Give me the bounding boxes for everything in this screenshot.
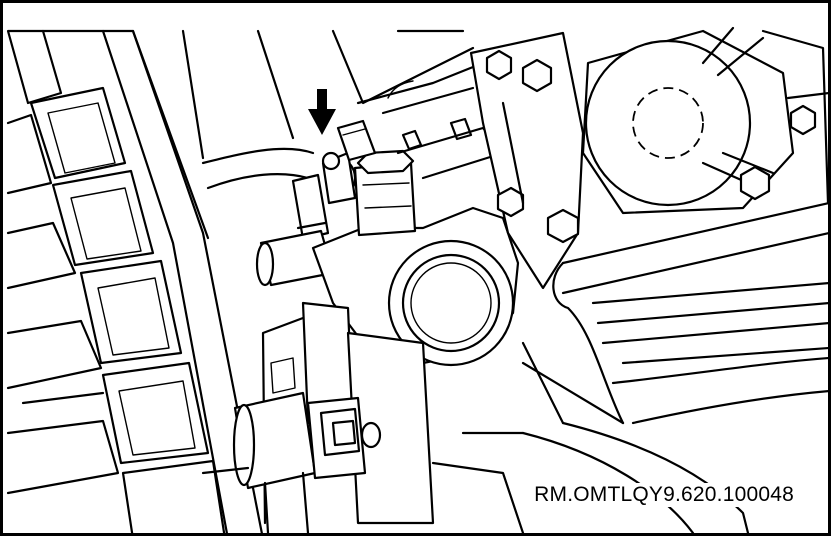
thermostat-housing bbox=[261, 206, 520, 525]
sensor-connector bbox=[321, 119, 377, 171]
figure-reference-code: RM.OMTLQY9.620.100048 bbox=[532, 483, 796, 507]
left-frame-member bbox=[6, 29, 263, 533]
upper-hoses bbox=[181, 29, 485, 190]
engine-illustration bbox=[6, 26, 828, 533]
mounting-bracket bbox=[469, 31, 585, 290]
lower-body-lines bbox=[21, 391, 525, 533]
lower-connector bbox=[232, 357, 382, 533]
callout-arrow bbox=[308, 89, 336, 135]
temperature-sensor bbox=[321, 149, 417, 237]
right-frame-tubes bbox=[461, 202, 828, 533]
pump-pulley bbox=[581, 26, 828, 215]
